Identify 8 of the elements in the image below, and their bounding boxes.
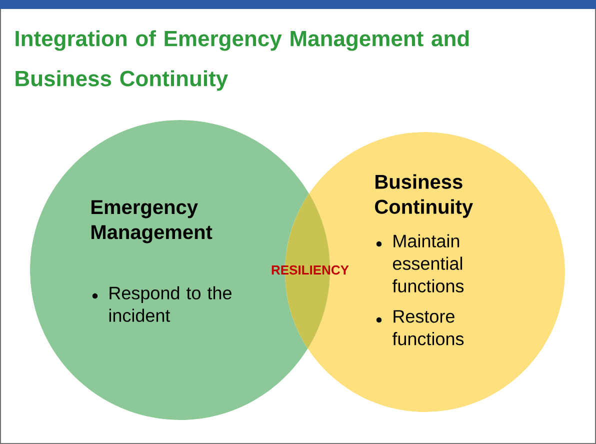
slide-title: Integration of Emergency Management and Business Continuity	[16, 30, 469, 91]
overlap-region: RESILIENCY	[272, 132, 349, 412]
bullet-item: Restore functions	[392, 310, 464, 346]
circle-heading: Business Continuity	[375, 174, 473, 218]
bullet-item: Respond to the incident	[109, 286, 232, 322]
venn-circle	[30, 120, 565, 420]
bullet-item: Maintain essential functions	[392, 234, 464, 292]
circle-heading: Emergency Management	[92, 200, 212, 244]
